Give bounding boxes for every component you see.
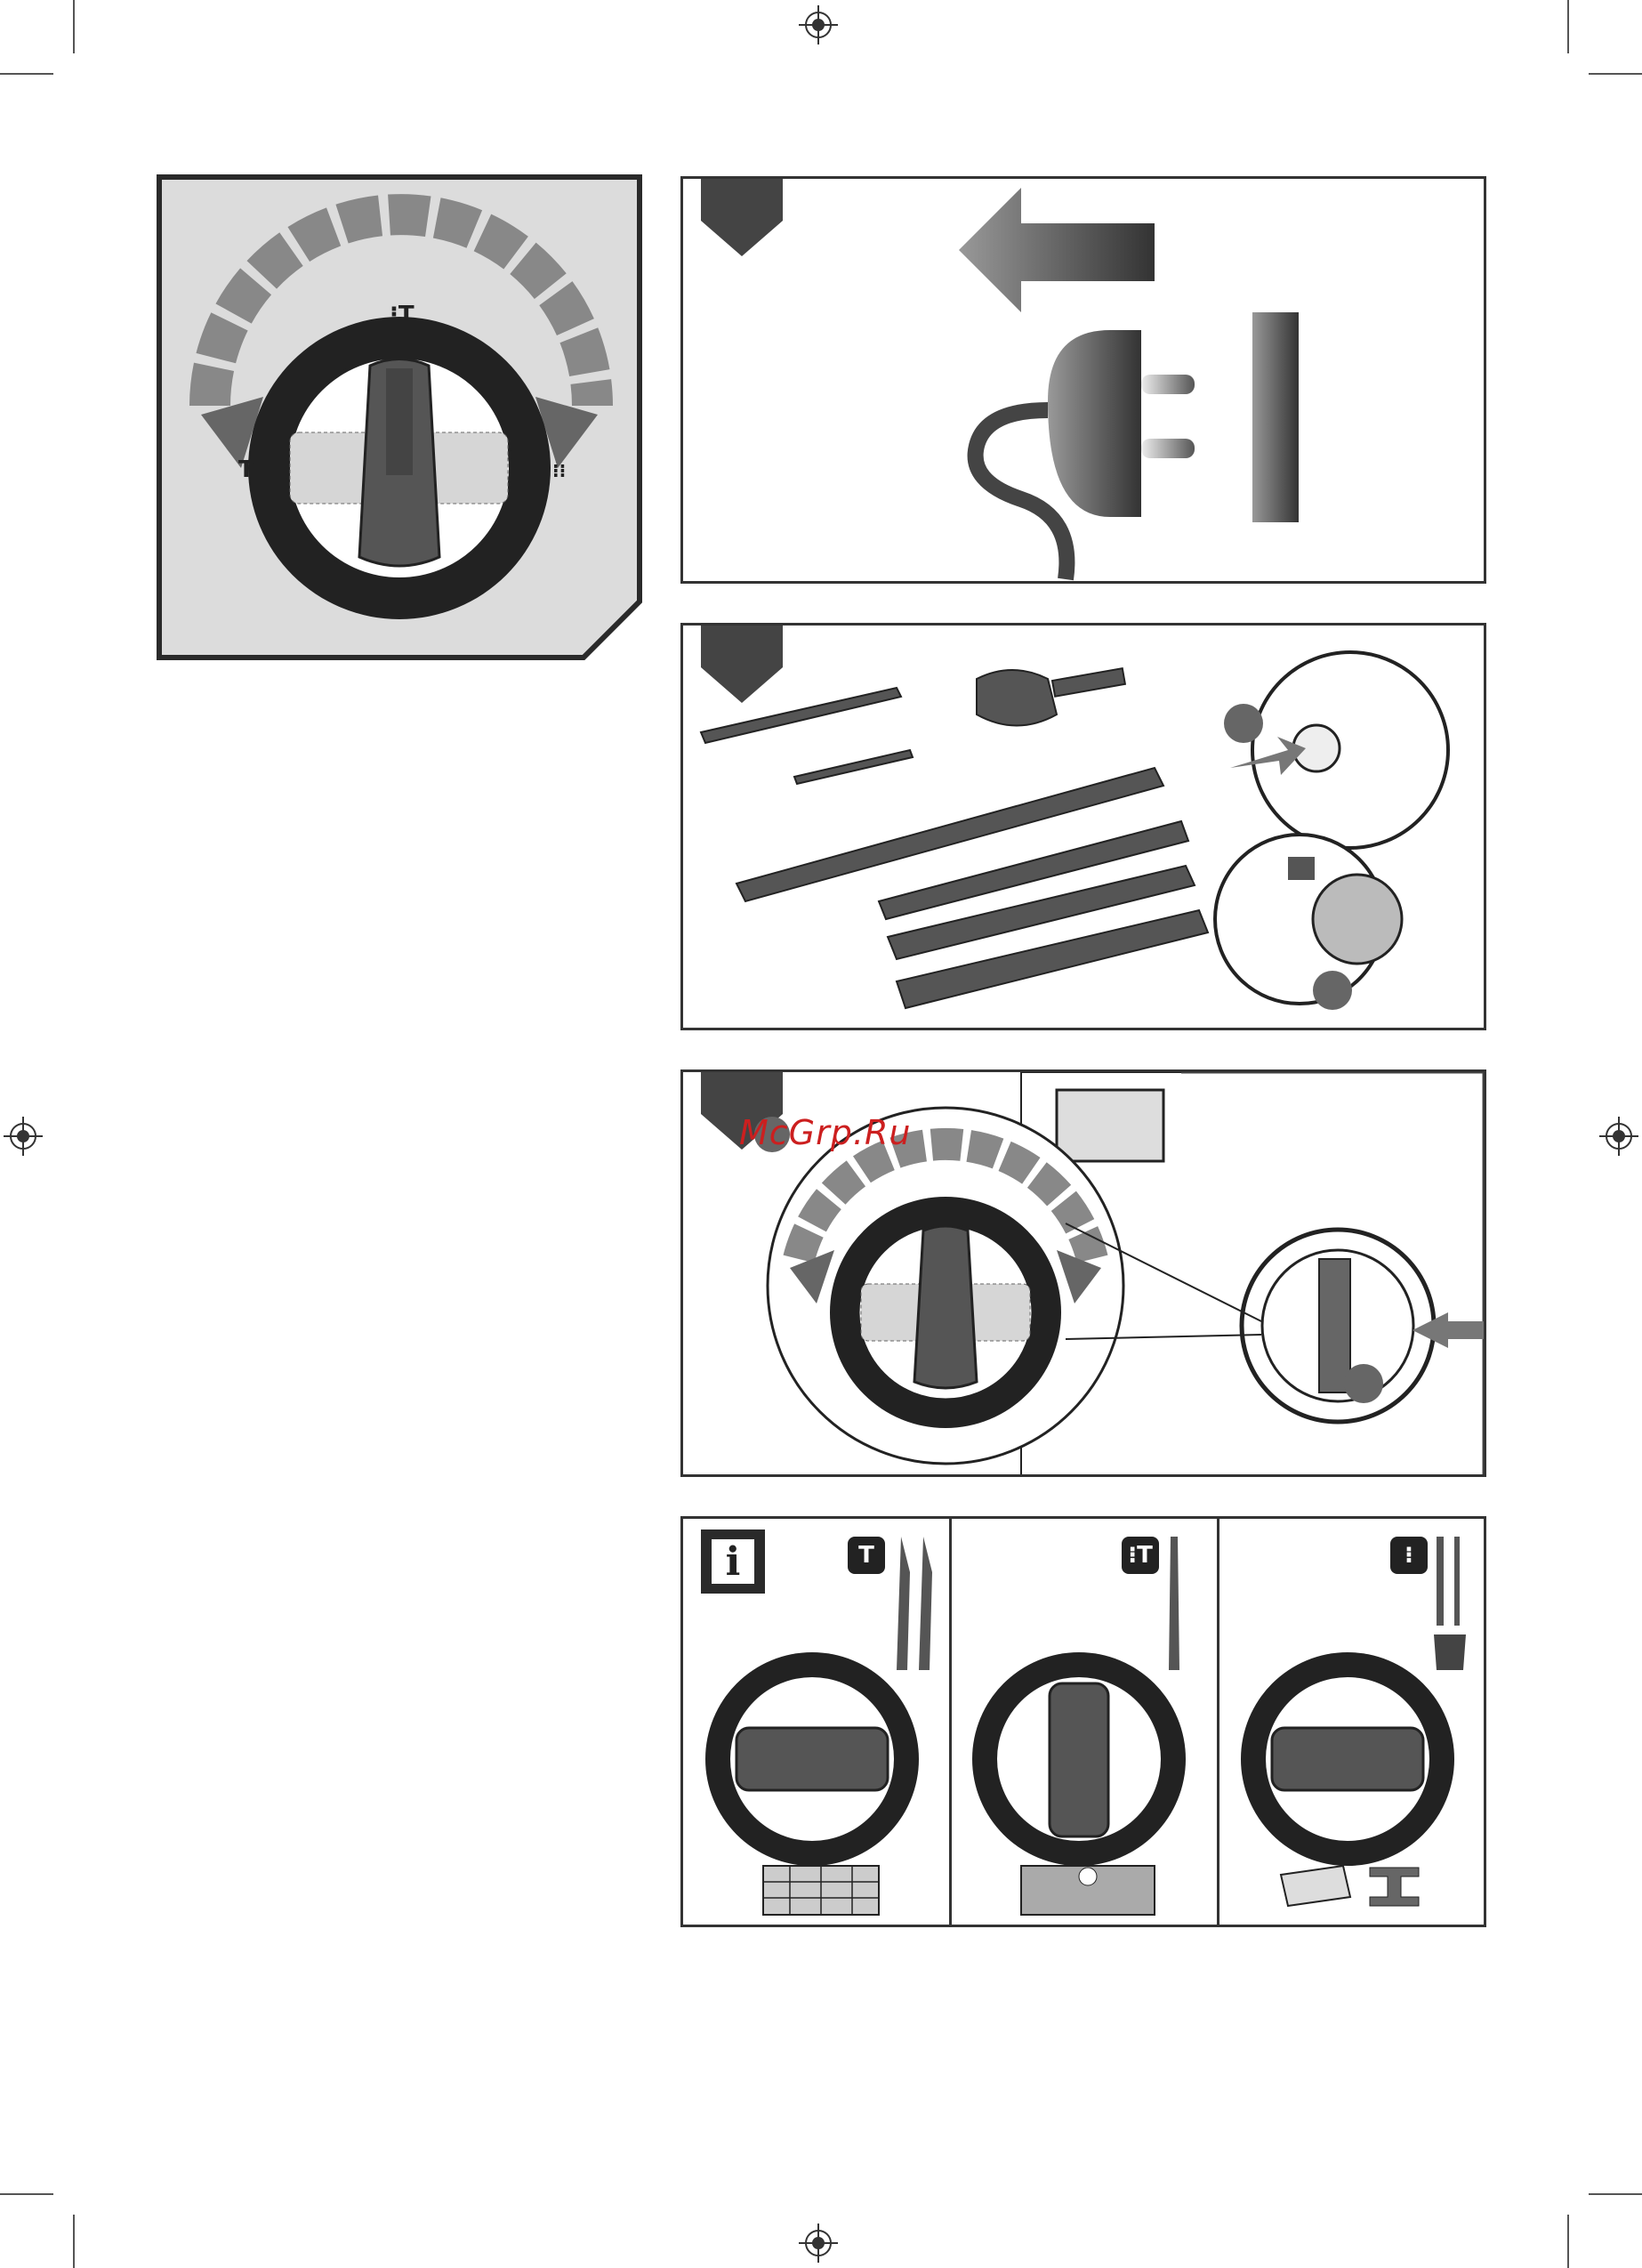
drill-bit-icon bbox=[701, 688, 901, 743]
step-panel-unplug bbox=[680, 176, 1486, 584]
accessories-illustration bbox=[683, 626, 1484, 1030]
step-number-1 bbox=[1224, 704, 1263, 743]
wall-socket-icon bbox=[1252, 312, 1299, 522]
registration-mark-bottom bbox=[799, 2224, 838, 2263]
arrow-left-icon bbox=[959, 188, 1155, 312]
sds-drill-bit-icon bbox=[736, 768, 1163, 901]
power-plug-icon bbox=[1048, 330, 1141, 517]
crop-mark bbox=[0, 2193, 53, 2195]
crop-mark bbox=[73, 0, 75, 53]
mode-hammer-drill-figure bbox=[968, 1537, 1208, 1919]
mode-hammer-figure bbox=[701, 1537, 941, 1919]
drill-bit-icon bbox=[1437, 1537, 1444, 1626]
step-tab bbox=[701, 176, 783, 256]
brick-wall-icon bbox=[763, 1866, 879, 1915]
dial-label-hammer-drill: ⁝T bbox=[390, 302, 415, 328]
keyed-chuck-icon bbox=[1434, 1634, 1466, 1670]
registration-mark-right bbox=[1599, 1117, 1638, 1156]
crop-mark bbox=[1589, 2193, 1642, 2195]
drill-bit-icon bbox=[1454, 1537, 1460, 1626]
crop-mark bbox=[1589, 73, 1642, 75]
watermark: McGrp.Ru bbox=[739, 1113, 911, 1152]
mode-drill-figure bbox=[1236, 1537, 1477, 1919]
chisel-icon bbox=[897, 1537, 910, 1670]
selector-knob bbox=[914, 1226, 977, 1388]
crop-mark bbox=[1567, 2215, 1569, 2268]
step-panel-insert-tool bbox=[680, 623, 1486, 1030]
crop-mark bbox=[73, 2215, 75, 2268]
registration-mark-top bbox=[799, 5, 838, 44]
sds-drill-bit-icon bbox=[1169, 1537, 1179, 1670]
registration-mark-left bbox=[4, 1117, 43, 1156]
drill-bit-small-icon bbox=[794, 750, 913, 784]
crop-mark bbox=[1567, 0, 1569, 53]
dial-label-hammer: T bbox=[238, 456, 254, 483]
crop-mark bbox=[0, 73, 53, 75]
dial-label-drill: ⁝⁝ bbox=[552, 460, 566, 481]
keyed-chuck-icon bbox=[977, 670, 1057, 726]
step-number-1 bbox=[1344, 1364, 1383, 1403]
divider bbox=[949, 1519, 952, 1927]
divider bbox=[1217, 1519, 1219, 1927]
stone-block-icon bbox=[1021, 1866, 1155, 1915]
step-number-2 bbox=[1313, 971, 1352, 1010]
overview-dial-figure: ⁝T T ⁝⁝ bbox=[157, 174, 642, 660]
chisel-icon bbox=[919, 1537, 932, 1670]
lock-icon bbox=[1288, 857, 1315, 880]
steel-beam-icon bbox=[1370, 1868, 1419, 1906]
unplug-illustration bbox=[950, 179, 1448, 584]
info-panel-modes: i T ⁝T ⁝ bbox=[680, 1516, 1486, 1927]
wood-icon bbox=[1281, 1866, 1350, 1906]
step-panel-set-mode: McGrp.Ru bbox=[680, 1069, 1486, 1477]
